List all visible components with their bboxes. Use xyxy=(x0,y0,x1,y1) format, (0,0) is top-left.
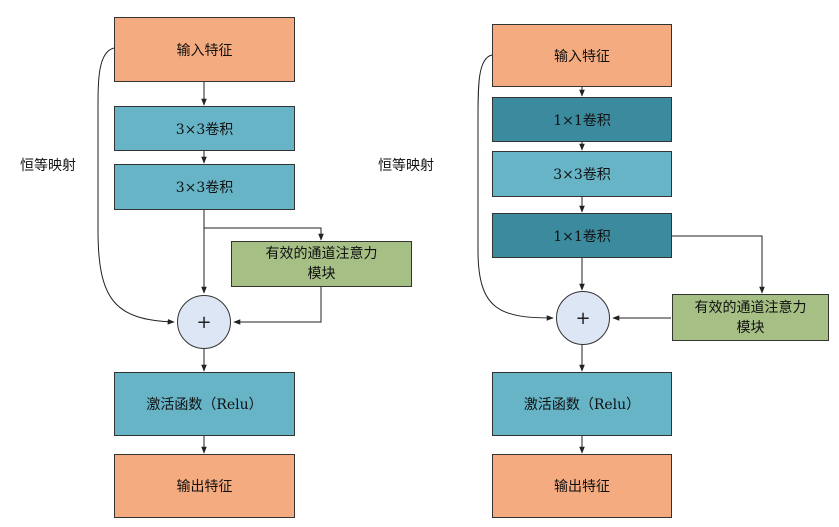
right-attention-module-box: 有效的通道注意力 模块 xyxy=(672,294,829,341)
right-add-node: + xyxy=(556,291,610,345)
left-conv1-box: 3×3卷积 xyxy=(114,106,295,151)
right-output-features-box: 输出特征 xyxy=(492,454,672,518)
right-conv1-box: 1×1卷积 xyxy=(492,97,672,142)
right-input-features-box: 输入特征 xyxy=(492,24,672,87)
left-arrow-attention-add xyxy=(233,287,322,325)
left-attention-module-box: 有效的通道注意力 模块 xyxy=(231,241,412,287)
right-identity-curve xyxy=(477,54,554,321)
left-identity-mapping-label: 恒等映射 xyxy=(20,158,76,174)
right-conv2-box: 3×3卷积 xyxy=(492,151,672,197)
left-conv2-box: 3×3卷积 xyxy=(114,164,295,210)
left-add-node: + xyxy=(177,295,231,349)
right-activation-box: 激活函数（Relu） xyxy=(492,372,672,436)
left-identity-curve xyxy=(97,47,175,325)
right-conv3-box: 1×1卷积 xyxy=(492,213,672,258)
left-input-features-box: 输入特征 xyxy=(114,17,295,82)
left-activation-box: 激活函数（Relu） xyxy=(114,372,295,436)
right-arrow-to-attention xyxy=(672,235,765,294)
left-output-features-box: 输出特征 xyxy=(114,454,295,518)
right-identity-mapping-label: 恒等映射 xyxy=(378,158,434,174)
left-arrow-to-attention xyxy=(204,227,324,241)
